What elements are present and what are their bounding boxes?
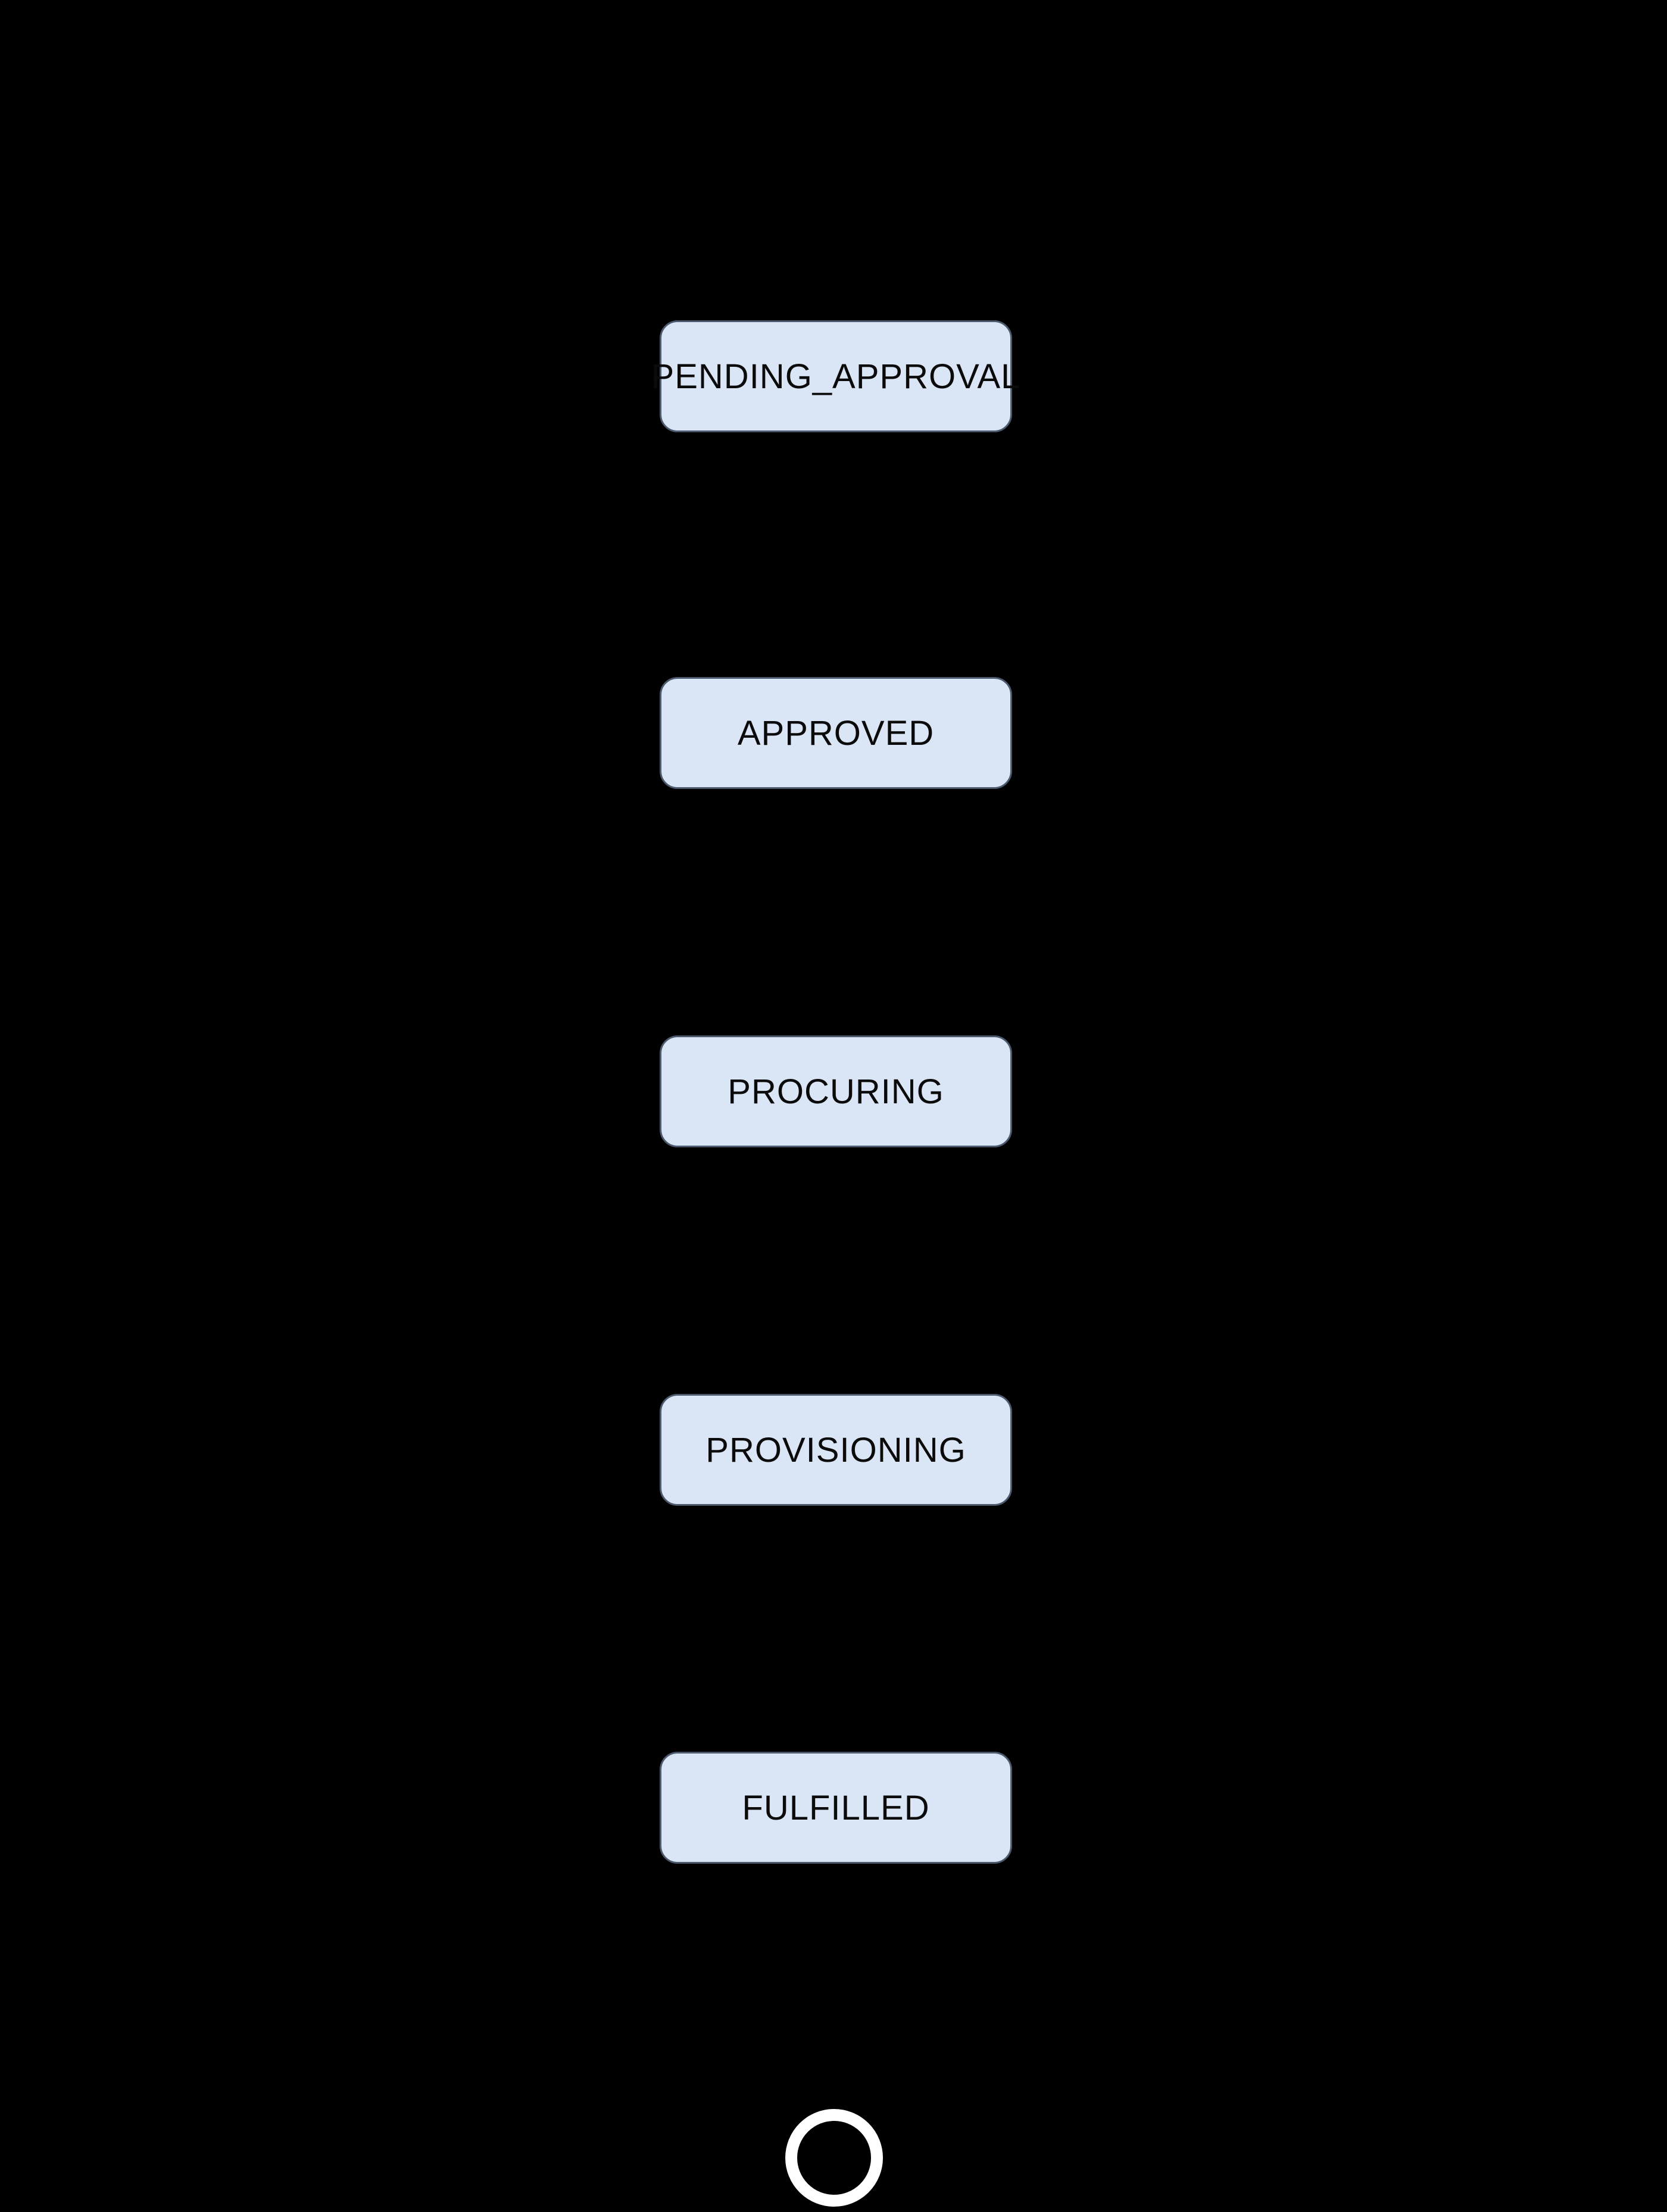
final-state-ring-icon: [785, 2109, 883, 2207]
state-node-procuring: PROCURING: [660, 1035, 1012, 1147]
state-node-pending-approval: PENDING_APPROVAL: [651, 320, 1020, 432]
state-label-provisioning: PROVISIONING: [705, 1430, 966, 1470]
state-label-pending-approval: PENDING_APPROVAL: [651, 357, 1021, 396]
state-node-provisioning: PROVISIONING: [660, 1394, 1012, 1506]
state-node-fulfilled: FULFILLED: [660, 1752, 1012, 1864]
state-label-approved: APPROVED: [737, 713, 935, 753]
state-label-fulfilled: FULFILLED: [742, 1788, 930, 1827]
state-label-procuring: PROCURING: [728, 1072, 944, 1111]
state-node-approved: APPROVED: [660, 677, 1012, 789]
